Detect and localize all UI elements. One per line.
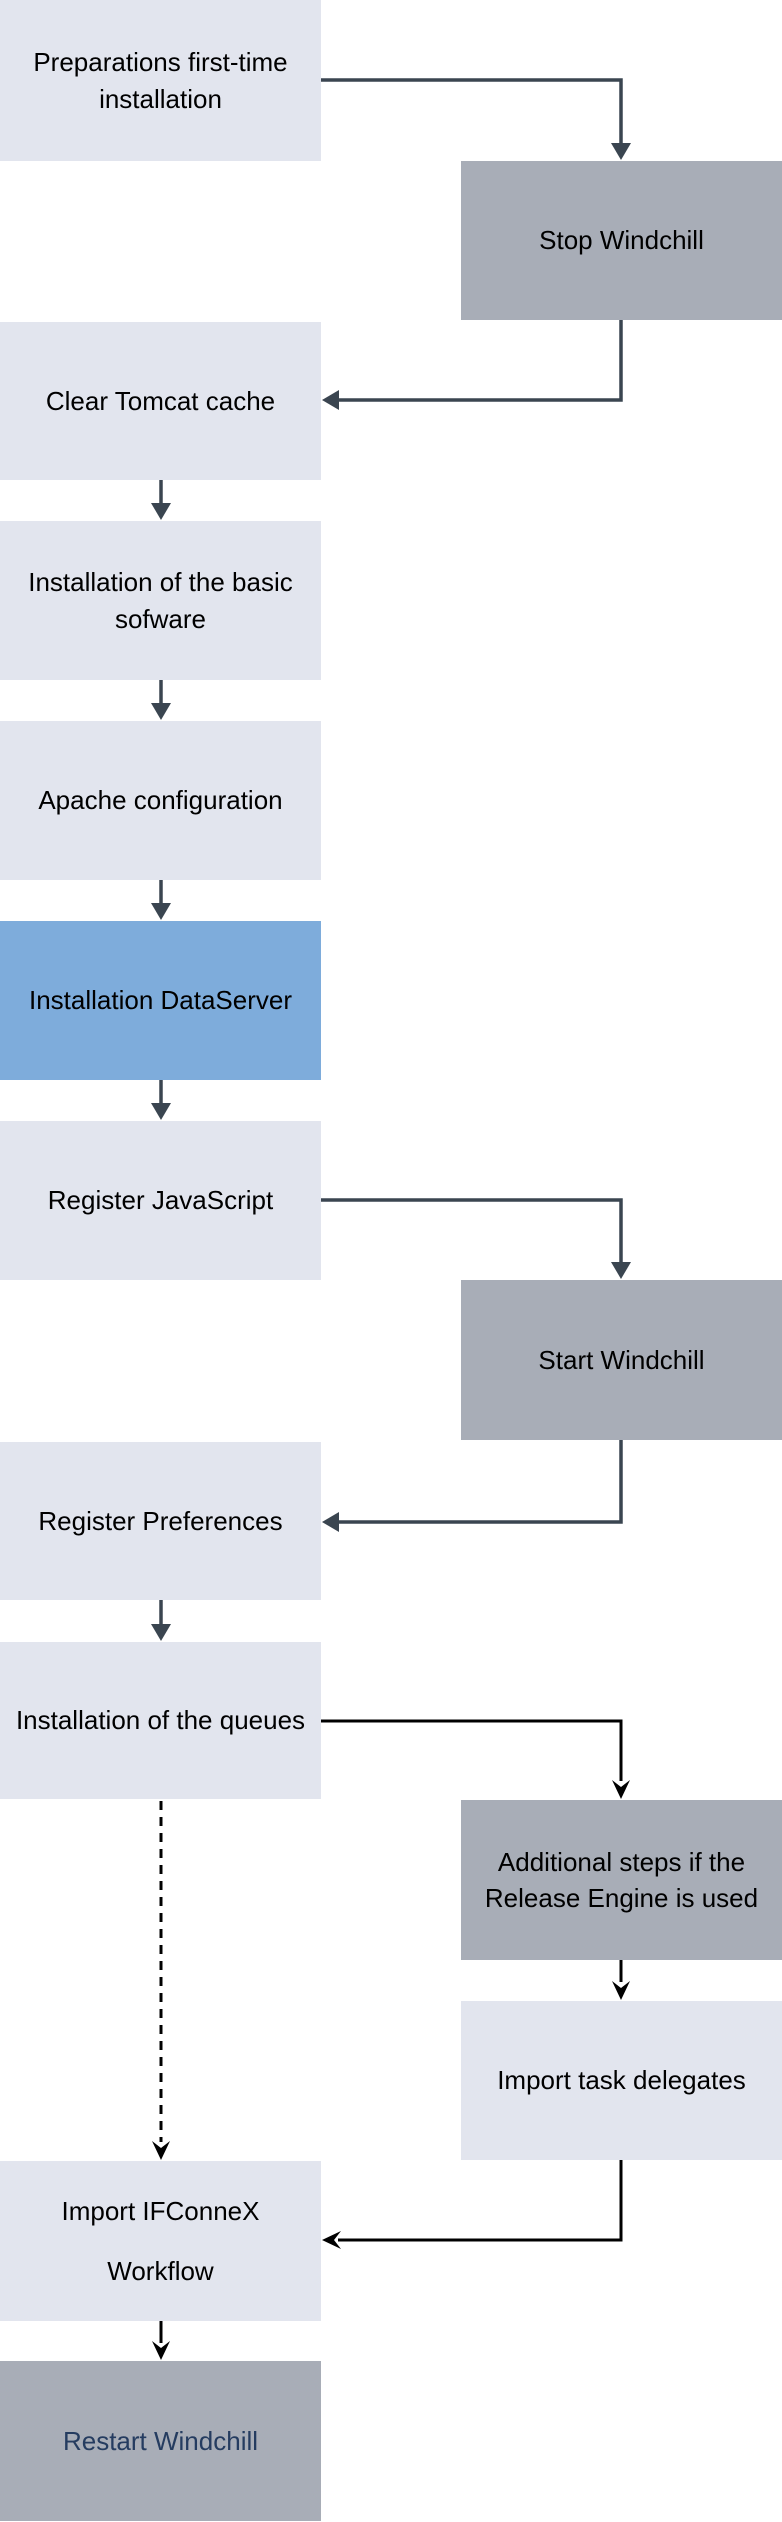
edge-additional-steps-import-task-delegates <box>612 1960 630 2000</box>
node-apache-configuration: Apache configuration <box>0 721 321 880</box>
arrowhead-left-icon <box>322 2231 341 2249</box>
edge-import-ifconnex-restart-windchill <box>152 2321 170 2360</box>
node-label: Installation of the queues <box>15 1705 306 1736</box>
node-label: Register JavaScript <box>47 1185 274 1216</box>
arrowhead-down-icon <box>151 1103 171 1120</box>
arrowhead-down-icon <box>151 1624 171 1641</box>
edge-install-basic-software-apache-configuration <box>151 680 171 720</box>
node-label: Stop Windchill <box>539 225 704 256</box>
node-installation-dataserver: Installation DataServer <box>0 921 321 1080</box>
arrowhead-left-icon <box>322 390 339 410</box>
arrowhead-down-icon <box>151 703 171 720</box>
edge-installation-queues-import-ifconnex-dashed <box>152 1801 170 2160</box>
node-label: Restart Windchill <box>62 2425 259 2456</box>
node-label: Installation DataServer <box>28 985 293 1016</box>
arrowhead-down-icon <box>152 2341 170 2360</box>
node-additional-steps-release-engine: Additional steps if the Release Engine i… <box>461 1800 782 1960</box>
node-register-preferences: Register Preferences <box>0 1442 321 1600</box>
node-label: Register Preferences <box>38 1505 283 1536</box>
arrowhead-down-icon <box>151 903 171 920</box>
node-label: Preparations first-time installation <box>33 47 288 114</box>
node-restart-windchill: Restart Windchill <box>0 2361 321 2521</box>
node-clear-tomcat-cache: Clear Tomcat cache <box>0 322 321 480</box>
arrowhead-down-icon <box>151 503 171 520</box>
edge-clear-tomcat-cache-install-basic-software <box>151 480 171 520</box>
edge-register-javascript-start-windchill <box>321 1198 631 1279</box>
edge-preparations-stop-windchill <box>321 78 631 160</box>
node-installation-queues: Installation of the queues <box>0 1642 321 1799</box>
arrowhead-down-icon <box>611 143 631 160</box>
edge-installation-dataserver-register-javascript <box>151 1080 171 1120</box>
node-label: Clear Tomcat cache <box>45 385 276 416</box>
node-start-windchill: Start Windchill <box>461 1280 782 1440</box>
node-label: Additional steps if the Release Engine i… <box>484 1846 759 1913</box>
arrowhead-down-icon <box>612 1981 630 2000</box>
node-stop-windchill: Stop Windchill <box>461 161 782 320</box>
node-label-line2: Workflow <box>107 2256 214 2286</box>
arrowhead-down-icon <box>611 1262 631 1279</box>
node-label-line1: Import IFConneX <box>61 2195 260 2226</box>
node-install-basic-software: Installation of the basic sofware <box>0 521 321 680</box>
node-preparations: Preparations first-time installation <box>0 0 321 161</box>
arrowhead-down-icon <box>152 2141 170 2160</box>
node-label: Apache configuration <box>38 785 283 816</box>
node-import-task-delegates: Import task delegates <box>461 2001 782 2160</box>
edge-installation-queues-additional-steps <box>321 1719 630 1799</box>
node-label: Import task delegates <box>497 2065 746 2096</box>
arrowhead-left-icon <box>322 1512 339 1532</box>
node-import-ifconnex-workflow: Import IFConneX Workflow <box>0 2161 321 2321</box>
node-register-javascript: Register JavaScript <box>0 1121 321 1280</box>
edge-import-task-delegates-import-ifconnex <box>322 2160 623 2249</box>
node-label: Installation of the basic sofware <box>28 567 293 634</box>
edge-start-windchill-register-preferences <box>322 1440 623 1532</box>
edge-stop-windchill-clear-tomcat-cache <box>322 320 623 410</box>
edge-apache-configuration-installation-dataserver <box>151 880 171 920</box>
arrowhead-down-icon <box>612 1780 630 1799</box>
node-label: Start Windchill <box>538 1344 705 1375</box>
edge-register-preferences-installation-queues <box>151 1600 171 1641</box>
